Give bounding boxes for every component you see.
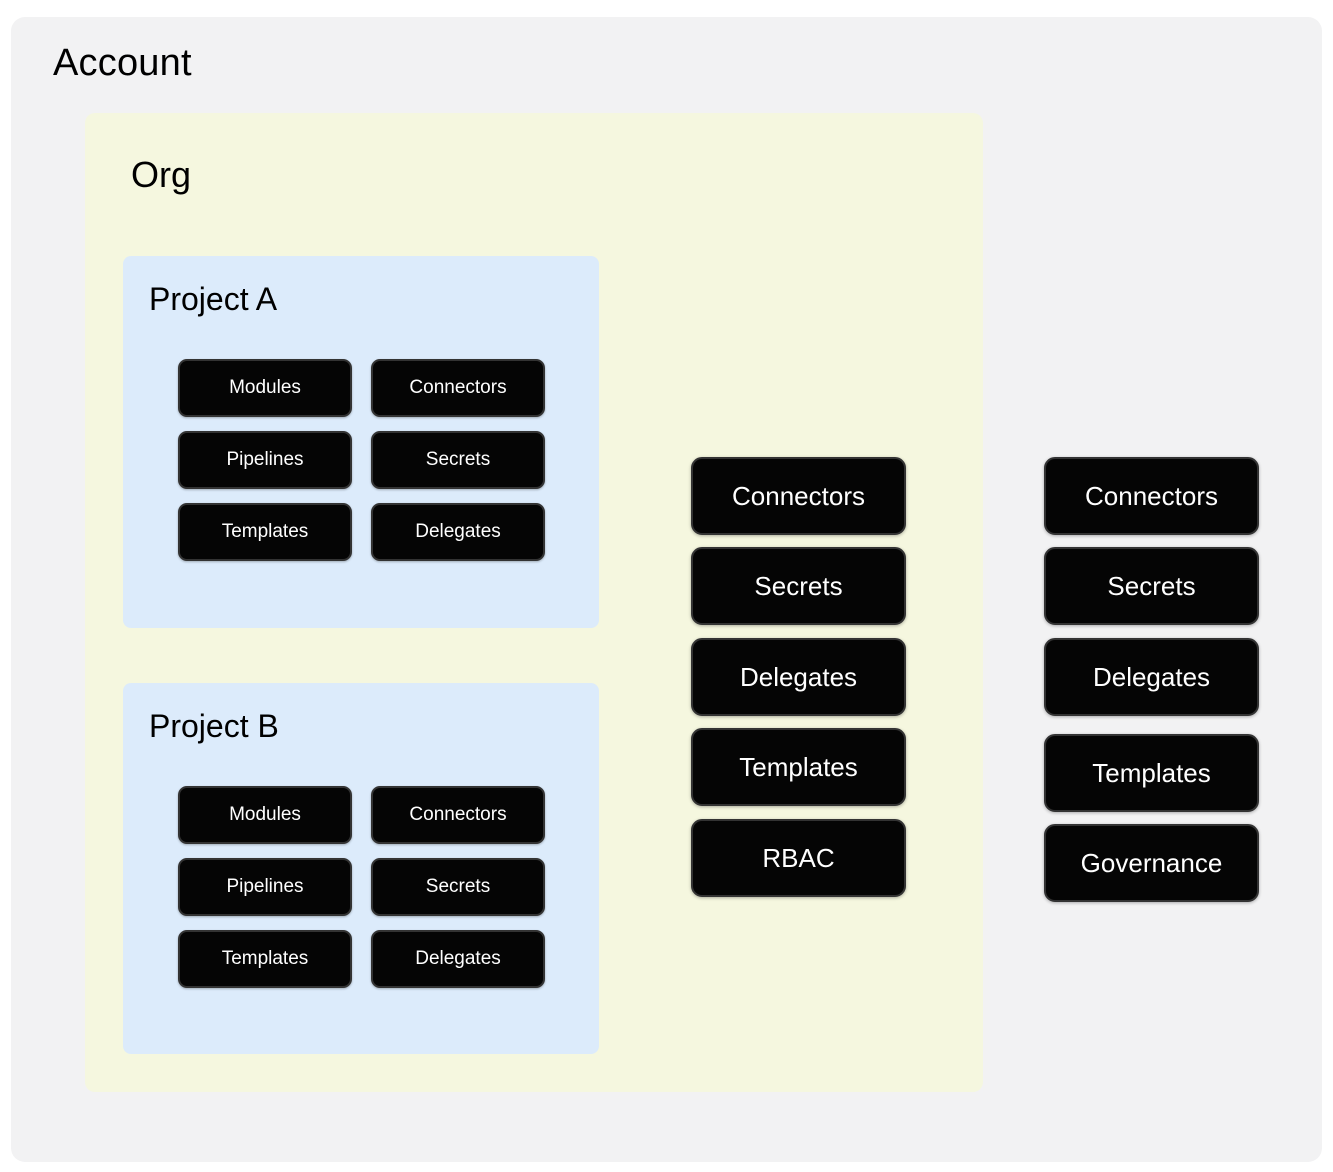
project-b-resource-grid: Modules Connectors Pipelines Secrets Tem… — [178, 786, 548, 988]
project-a-resource-templates[interactable]: Templates — [178, 503, 352, 561]
project-b-title: Project B — [149, 708, 279, 744]
org-scope-title: Org — [131, 154, 192, 195]
org-resource-templates[interactable]: Templates — [691, 728, 906, 806]
account-resource-secrets[interactable]: Secrets — [1044, 547, 1259, 625]
account-resource-delegates[interactable]: Delegates — [1044, 638, 1259, 716]
project-b-resource-secrets[interactable]: Secrets — [371, 858, 545, 916]
project-b-resource-delegates[interactable]: Delegates — [371, 930, 545, 988]
project-b-resource-connectors[interactable]: Connectors — [371, 786, 545, 844]
project-b-resource-templates[interactable]: Templates — [178, 930, 352, 988]
org-resource-delegates[interactable]: Delegates — [691, 638, 906, 716]
project-a-resource-grid: Modules Connectors Pipelines Secrets Tem… — [178, 359, 548, 561]
org-resource-rbac[interactable]: RBAC — [691, 819, 906, 897]
project-a-resource-modules[interactable]: Modules — [178, 359, 352, 417]
account-scope-title: Account — [53, 42, 192, 84]
project-a-container: Project A Modules Connectors Pipelines S… — [123, 256, 599, 628]
org-resource-secrets[interactable]: Secrets — [691, 547, 906, 625]
project-a-resource-delegates[interactable]: Delegates — [371, 503, 545, 561]
project-a-title: Project A — [149, 281, 278, 317]
project-b-container: Project B Modules Connectors Pipelines S… — [123, 683, 599, 1054]
project-b-resource-modules[interactable]: Modules — [178, 786, 352, 844]
account-scope-container: Account Org Project A Modules Connectors… — [11, 17, 1322, 1162]
project-b-resource-pipelines[interactable]: Pipelines — [178, 858, 352, 916]
project-a-resource-secrets[interactable]: Secrets — [371, 431, 545, 489]
account-resource-templates[interactable]: Templates — [1044, 734, 1259, 812]
account-resource-governance[interactable]: Governance — [1044, 824, 1259, 902]
project-a-resource-connectors[interactable]: Connectors — [371, 359, 545, 417]
account-resource-connectors[interactable]: Connectors — [1044, 457, 1259, 535]
org-resource-connectors[interactable]: Connectors — [691, 457, 906, 535]
project-a-resource-pipelines[interactable]: Pipelines — [178, 431, 352, 489]
